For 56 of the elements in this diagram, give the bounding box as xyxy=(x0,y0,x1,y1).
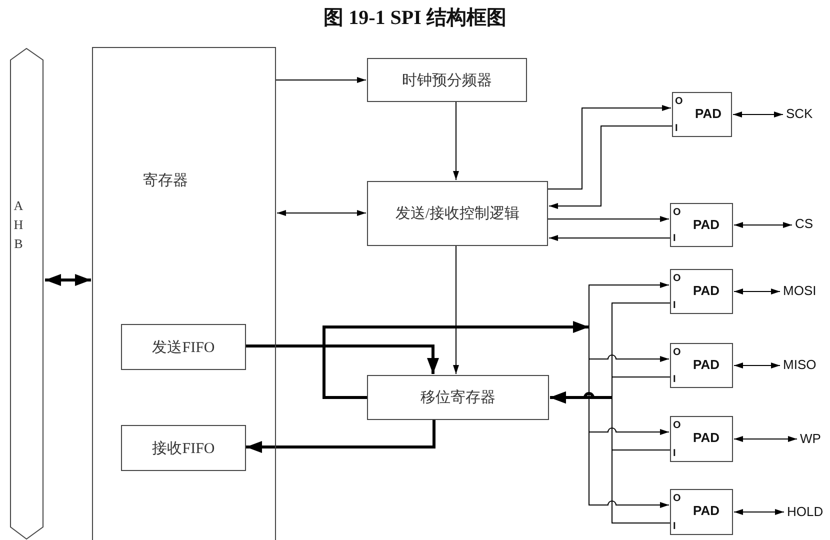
arrow xyxy=(734,436,798,442)
pin-label: I xyxy=(673,375,676,385)
pin-label: O xyxy=(673,208,681,218)
pad-label: PAD xyxy=(693,431,720,445)
pad-label: PAD xyxy=(693,284,720,298)
block-title: 寄存器 xyxy=(143,171,188,190)
pin-label: I xyxy=(673,301,676,311)
arrow xyxy=(453,246,459,374)
arrow xyxy=(246,420,436,453)
logic-block: 发送/接收控制逻辑 xyxy=(367,181,548,246)
pad-block xyxy=(670,416,733,462)
register-block xyxy=(92,47,276,540)
arrow xyxy=(453,102,459,180)
pad-label: PAD xyxy=(693,218,720,232)
arrow xyxy=(276,77,366,83)
pin-label: I xyxy=(673,522,676,532)
signal-label: MOSI xyxy=(783,283,816,299)
pin-label: O xyxy=(673,274,681,284)
bus-shape: AHB xyxy=(10,48,44,540)
signal-label: CS xyxy=(795,216,814,232)
logic-block: 发送FIFO xyxy=(121,324,246,370)
arrow xyxy=(732,112,784,118)
pin-label: O xyxy=(673,494,681,504)
arrow xyxy=(734,509,784,515)
signal-label: SCK xyxy=(786,106,813,122)
pin-label: O xyxy=(675,97,683,107)
figure-title: 图 19-1 SPI 结构框图 xyxy=(322,6,508,30)
pin-label: O xyxy=(673,348,681,358)
pin-label: O xyxy=(673,421,681,431)
arrow xyxy=(276,210,366,216)
arrow xyxy=(548,216,670,222)
arrow xyxy=(734,362,780,368)
pad-block xyxy=(672,92,732,137)
arrow xyxy=(734,222,792,228)
pin-label: I xyxy=(673,449,676,459)
arrow xyxy=(548,235,670,241)
signal-label: WP xyxy=(800,431,821,447)
arrow xyxy=(45,274,91,286)
logic-block: 时钟预分频器 xyxy=(367,58,527,102)
pad-block xyxy=(670,269,733,314)
arrow xyxy=(548,126,672,209)
pad-block xyxy=(670,203,733,247)
pad-label: PAD xyxy=(695,107,722,121)
pad-label: PAD xyxy=(693,504,720,518)
pin-label: I xyxy=(673,234,676,244)
logic-block: 移位寄存器 xyxy=(367,375,549,420)
arrow xyxy=(734,288,780,294)
logic-block: 接收FIFO xyxy=(121,425,246,471)
signal-label: HOLD xyxy=(787,504,824,520)
pad-block xyxy=(670,343,733,388)
pin-label: I xyxy=(675,124,678,134)
signal-label: MISO xyxy=(783,357,816,373)
pad-label: PAD xyxy=(693,358,720,372)
arrow xyxy=(245,344,439,374)
pad-block xyxy=(670,489,733,535)
arrow xyxy=(548,105,672,190)
